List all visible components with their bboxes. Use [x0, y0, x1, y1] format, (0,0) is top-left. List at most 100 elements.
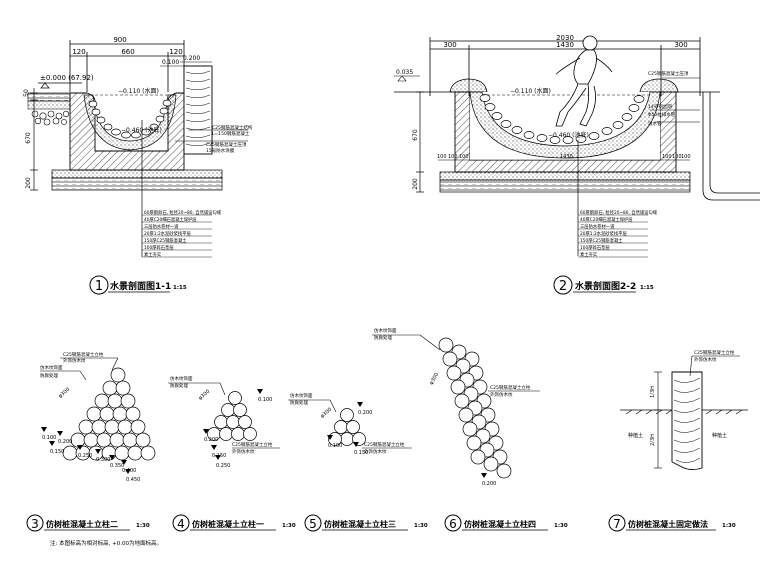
post-circle	[125, 406, 141, 422]
layer-notes-1: 60厚鹅卵石, 粒径20~80, 自然铺设勾缝40厚C20细石混凝土保护层三层防…	[142, 209, 222, 258]
level-label: 0.300	[96, 457, 110, 463]
level-label: 0.250	[216, 463, 230, 469]
dim-670: 670	[25, 132, 32, 144]
post-circle	[78, 419, 94, 435]
stone-grain-1	[185, 70, 211, 146]
elev-200: 0.200	[183, 55, 200, 62]
level-label: 0.200	[482, 481, 496, 487]
post-circle	[496, 463, 512, 479]
dim-120-left: 120	[72, 48, 85, 56]
caption-num-6: 6	[449, 517, 457, 531]
note-r3-2: Φ50给排水管	[648, 111, 676, 118]
post-circle	[96, 432, 112, 448]
post-circle	[104, 419, 120, 435]
base-layer-2a	[439, 171, 691, 181]
caption-3: 仿树桩混凝土立柱二	[46, 519, 118, 529]
post-circle	[214, 415, 228, 429]
post-circle	[334, 420, 348, 434]
post-circle	[219, 427, 233, 441]
layer-note: 素土夯实	[144, 251, 162, 258]
post-circle	[226, 415, 240, 429]
level-triangle	[95, 449, 101, 454]
layer-note: 40厚C20细石混凝土保护层	[580, 216, 633, 223]
post-circle	[458, 407, 474, 423]
level-label: 0.200	[204, 437, 218, 443]
post-circle	[340, 432, 354, 446]
scale-3: 1:30	[136, 523, 150, 529]
caption-num-3: 3	[31, 517, 39, 531]
overflow-pipe-2	[702, 92, 760, 201]
n1b-3: 外饰仿木纹	[63, 357, 86, 364]
bd-6: 100	[681, 154, 691, 160]
level-label: 0.450	[126, 477, 140, 483]
n3-6: C25钢筋混凝土立柱	[490, 384, 531, 391]
n1-3: C25钢筋混凝土立柱	[63, 351, 104, 358]
stump-7	[671, 371, 703, 471]
detail-4: 仿木纹饰面 防腐处理 φ300 C25钢筋混凝土立柱 外饰仿木纹 0.1000.…	[168, 375, 296, 532]
layer-note: 150厚C25钢筋混凝土	[144, 237, 187, 244]
level-label: 0.200	[358, 410, 372, 416]
elev-left-2: 0.035	[396, 69, 413, 76]
post-circle	[62, 445, 78, 461]
caption-6: 仿树桩混凝土立柱四	[464, 519, 536, 529]
elev-triangle-2	[397, 75, 407, 82]
post-circle	[86, 406, 102, 422]
soil-left-7: 种植土	[628, 432, 643, 439]
base-layer-2b	[439, 179, 691, 193]
coping-right-2	[639, 78, 679, 93]
ground-7	[620, 409, 748, 415]
post-circle	[454, 393, 470, 409]
detail-7: 1/3H 2/3H 种植土 种植土 C25钢筋混凝土立柱 外饰仿木纹 7 仿树桩…	[608, 349, 748, 532]
caption-circle-6	[444, 514, 462, 532]
coping-left-2	[449, 78, 488, 93]
dim-h-7	[654, 371, 662, 469]
post-circle	[442, 351, 458, 367]
detail-5: 仿木纹饰面 防腐处理 φ300 C25钢筋混凝土立柱 外饰仿木纹 0.2000.…	[288, 392, 428, 532]
n1b-5: 防腐处理	[290, 399, 308, 406]
elev-100: 0.100	[162, 59, 179, 66]
water-level-1: −0.110 (水面)	[118, 87, 159, 95]
n1b-6: 防腐处理	[374, 334, 392, 341]
post-circle	[238, 415, 252, 429]
dim-200: 200	[25, 177, 32, 189]
dim-300-right: 300	[674, 41, 687, 49]
caption-1: 水景剖面图1-1	[110, 280, 171, 292]
caption-num-7: 7	[613, 517, 621, 531]
post-circle	[94, 393, 110, 409]
scale-1: 1:15	[173, 285, 187, 291]
level-triangle	[327, 435, 333, 440]
layer-note: 100厚碎石垫层	[144, 244, 174, 251]
layer-note: 60厚鹅卵石, 粒径20~80, 自然铺设勾缝	[580, 209, 658, 216]
post-circle	[120, 393, 136, 409]
level-label: 0.350	[110, 463, 124, 469]
note-r2-1: L=150钢筋混凝土	[212, 130, 250, 137]
caption-num-4: 4	[177, 517, 185, 531]
detail-6: 仿木纹饰面 防腐处理 φ300 C25钢筋混凝土立柱 外饰仿木纹 0.200 6…	[372, 327, 568, 532]
level-triangle	[121, 460, 127, 465]
footnote: 注: 本图标高为相对标高, +0.00为地面标高。	[50, 539, 162, 547]
leader-4	[168, 382, 280, 449]
post-circle	[483, 456, 499, 472]
dim-left-2	[416, 91, 424, 193]
bd-2: 100	[448, 154, 458, 160]
scale-7: 1:30	[722, 523, 736, 529]
layer-note: 素土夯实	[580, 251, 598, 258]
base-layer-1b	[51, 177, 223, 191]
post-circle	[102, 380, 118, 396]
elev-top-1: ±0.000 (67.92)	[40, 74, 94, 82]
section-2-2: 2030 300 1430 300 0.035 −0.110 (水面) −0.4…	[394, 34, 760, 295]
post-circle	[231, 427, 245, 441]
level-label: 0.100	[42, 435, 56, 441]
soil-right-7: 种植土	[712, 432, 727, 439]
post-cluster-4	[207, 391, 257, 441]
n1b-4: 防腐处理	[170, 382, 188, 389]
basin-lining-2	[469, 91, 661, 159]
stump-grain-7	[673, 377, 701, 463]
caption-circle-5	[304, 514, 322, 532]
note-r2-2: 14号钢丝网	[648, 103, 672, 110]
person-figure	[555, 35, 613, 127]
post-cluster-3	[62, 367, 156, 461]
n3-4: C25钢筋混凝土立柱	[232, 441, 273, 448]
level-triangle	[41, 427, 47, 432]
